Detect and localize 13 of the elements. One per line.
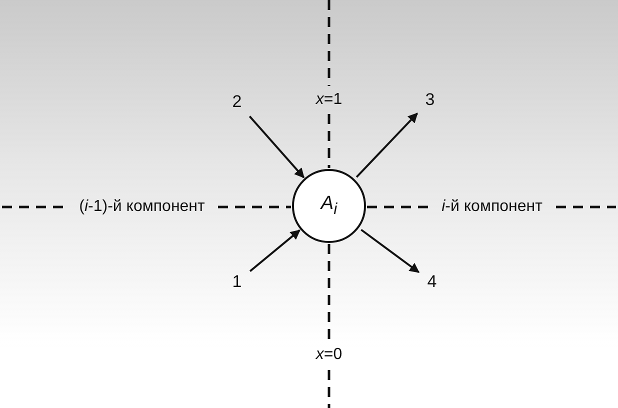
arrow-number: 4 xyxy=(422,270,442,294)
component-circle: A$_{i}$ xyxy=(292,169,366,243)
arrow xyxy=(356,112,418,178)
arrow-number: 1 xyxy=(227,270,247,294)
arrow-number: 3 xyxy=(420,88,440,112)
arrow-number: 2 xyxy=(227,90,247,114)
axis-label: i-й компонент xyxy=(440,198,544,216)
axis-label: x=1 xyxy=(314,91,344,109)
arrow xyxy=(249,229,300,272)
axis-label: x=0 xyxy=(314,346,344,364)
axis-label: (i-1)-й компонент xyxy=(78,198,206,216)
arrow xyxy=(248,116,305,178)
arrow xyxy=(360,228,420,274)
